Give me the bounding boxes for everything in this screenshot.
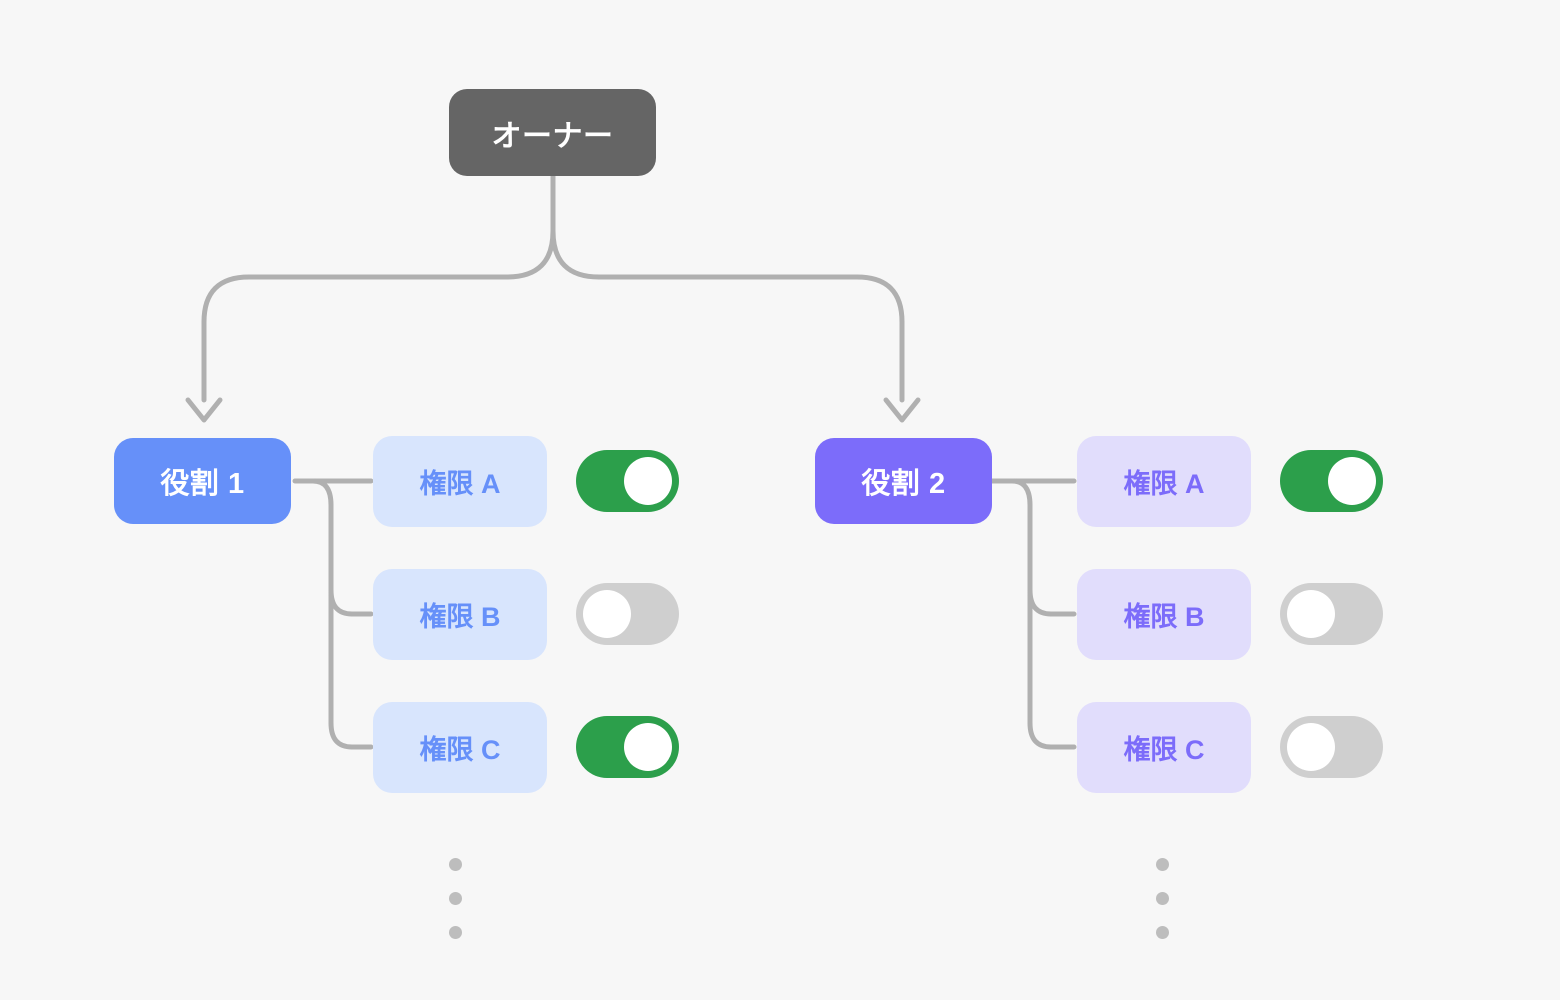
edge-role-1-to-perm-b — [328, 587, 374, 617]
edge-role-2-to-perm-b — [1027, 587, 1077, 617]
permission-chip-1-a[interactable]: 権限 A — [373, 436, 547, 527]
role-node-1-label: 役割 1 — [160, 468, 245, 500]
edge-owner-to-role-2 — [550, 174, 905, 403]
ellipsis-dot — [1156, 858, 1169, 871]
permission-chip-2-b[interactable]: 権限 B — [1077, 569, 1251, 660]
permission-chip-1-b[interactable]: 権限 B — [373, 569, 547, 660]
toggle-knob — [1287, 723, 1335, 771]
ellipsis-dot — [1156, 892, 1169, 905]
edge-owner-to-role-1 — [201, 174, 556, 403]
role-node-2-label: 役割 2 — [861, 468, 946, 500]
toggle-knob — [1328, 457, 1376, 505]
role-node-2[interactable]: 役割 2 — [815, 438, 992, 524]
permission-toggle-1-b[interactable] — [576, 583, 679, 645]
permission-chip-1-a-label: 権限 A — [419, 469, 501, 499]
arrowhead-role-2 — [883, 397, 921, 423]
owner-node-label: オーナー — [491, 119, 614, 153]
permission-chip-2-a-label: 権限 A — [1123, 469, 1205, 499]
permission-toggle-2-c[interactable] — [1280, 716, 1383, 778]
permission-chip-2-a[interactable]: 権限 A — [1077, 436, 1251, 527]
permission-chip-1-b-label: 権限 B — [419, 602, 501, 632]
arrowhead-role-1 — [185, 397, 223, 423]
ellipsis-dot — [449, 926, 462, 939]
more-permissions-indicator-2 — [1156, 858, 1169, 939]
permission-toggle-1-a[interactable] — [576, 450, 679, 512]
toggle-knob — [583, 590, 631, 638]
ellipsis-dot — [449, 892, 462, 905]
toggle-knob — [624, 723, 672, 771]
permission-chip-1-c-label: 権限 C — [419, 735, 501, 765]
ellipsis-dot — [1156, 926, 1169, 939]
permission-toggle-2-a[interactable] — [1280, 450, 1383, 512]
permission-chip-1-c[interactable]: 権限 C — [373, 702, 547, 793]
edge-role-2-trunk — [1009, 478, 1077, 750]
permission-chip-2-c-label: 権限 C — [1123, 735, 1205, 765]
owner-node[interactable]: オーナー — [449, 89, 656, 176]
permission-chip-2-c[interactable]: 権限 C — [1077, 702, 1251, 793]
toggle-knob — [1287, 590, 1335, 638]
permission-chip-2-b-label: 権限 B — [1123, 602, 1205, 632]
permission-toggle-2-b[interactable] — [1280, 583, 1383, 645]
permission-toggle-1-c[interactable] — [576, 716, 679, 778]
more-permissions-indicator-1 — [449, 858, 462, 939]
role-node-1[interactable]: 役割 1 — [114, 438, 291, 524]
ellipsis-dot — [449, 858, 462, 871]
edge-role-1-trunk — [310, 478, 374, 750]
toggle-knob — [624, 457, 672, 505]
